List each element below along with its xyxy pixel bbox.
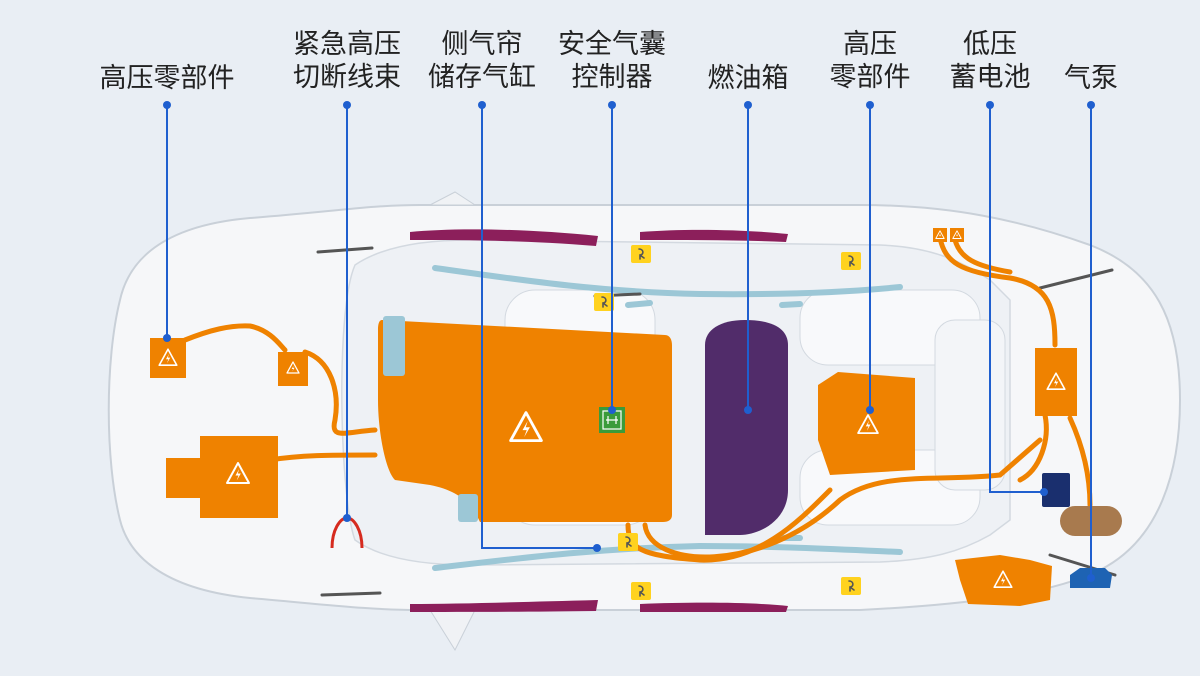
curtain-airbags [410,229,788,612]
lv-battery-box [1042,473,1070,507]
label-hv-parts-rear: 高压 零部件 [829,29,911,93]
label-fuel-tank: 燃油箱 [707,63,789,94]
label-hv-parts-front: 高压零部件 [99,63,235,94]
hv-parts-rear-group [818,228,1077,606]
label-air-pump: 气泵 [1064,63,1118,94]
fuel-tank-shape [705,320,788,535]
leader-lines [166,105,1092,578]
hv-parts-front-group [150,338,308,518]
label-lv-battery: 低压 蓄电池 [949,29,1031,93]
hv-battery-pack [378,316,672,522]
label-curtain-inflator: 侧气帘 储存气缸 [428,29,536,93]
label-emergency-cutoff: 紧急高压 切断线束 [293,29,401,93]
leader-dots [163,101,1095,582]
label-airbag-controller: 安全气囊 控制器 [558,29,666,93]
